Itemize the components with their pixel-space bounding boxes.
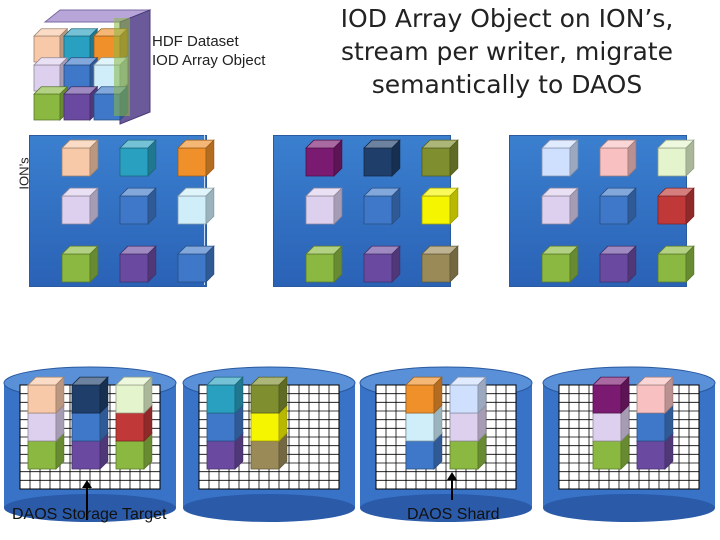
ion-2-cube-r0-c2 [421,139,459,177]
ion-3-cube-r0-c1 [599,139,637,177]
target-2-stack-2-cube-3 [250,376,288,414]
ion-1-cube-r0-c0 [61,139,99,177]
dataset-cube-r2-c0 [33,85,69,121]
ion-3-cube-r1-c1 [599,187,637,225]
ion-3-cube-r2-c2 [657,245,695,283]
ion-2-cube-r1-c1 [363,187,401,225]
ion-1-cube-r1-c1 [119,187,157,225]
ion-2-cube-r0-c1 [363,139,401,177]
ion-1-cube-r1-c2 [177,187,215,225]
target-2-stack-1-cube-3 [206,376,244,414]
ion-3-cube-r1-c2 [657,187,695,225]
ion-1-cube-r1-c0 [61,187,99,225]
arrow-storage-target-head [82,480,92,488]
target-1-stack-3-cube-3 [115,376,153,414]
ion-1-cube-r0-c1 [119,139,157,177]
legend-hdf-dataset: HDF Dataset [152,33,239,50]
cylinder-2-base [183,494,355,522]
ion-3-cube-r0-c2 [657,139,695,177]
ion-panel-2 [273,135,451,287]
ion-1-cube-r2-c2 [177,245,215,283]
dataset-cube-r0-c0 [33,27,69,63]
dataset-cube-r0-c1 [63,27,99,63]
ion-3-cube-r2-c1 [599,245,637,283]
dataset-cube-r1-c1 [63,56,99,92]
label-storage-target: DAOS Storage Target [12,506,167,523]
page-title: IOD Array Object on ION’s, stream per wr… [340,4,674,99]
label-daos-shard: DAOS Shard [407,506,500,523]
ion-3-cube-r0-c0 [541,139,579,177]
ion-2-cube-r2-c0 [305,245,343,283]
ion-1-cube-r0-c2 [177,139,215,177]
ion-2-cube-r1-c2 [421,187,459,225]
ion-2-cube-r1-c0 [305,187,343,225]
target-1-stack-2-cube-3 [71,376,109,414]
target-4-stack-2-cube-3 [636,376,674,414]
ion-3-cube-r2-c0 [541,245,579,283]
target-4-stack-1-cube-3 [592,376,630,414]
ion-panel-1 [29,135,207,287]
cylinder-3-base [360,494,532,522]
ion-2-cube-r0-c0 [305,139,343,177]
target-1-stack-1-cube-3 [27,376,65,414]
legend-iod-array-object: IOD Array Object [152,52,266,69]
arrow-daos-shard-head [447,472,457,480]
cylinder-4-base [543,494,715,522]
ion-1-cube-r2-c0 [61,245,99,283]
target-3-stack-1-cube-3 [405,376,443,414]
ion-2-cube-r2-c1 [363,245,401,283]
cylinder-1-base [4,494,176,522]
dataset-cube-back-column [114,18,130,116]
legend: HDF Dataset IOD Array Object [152,32,265,70]
dataset-cube-r2-c1 [63,85,99,121]
target-3-stack-2-cube-3 [449,376,487,414]
dataset-cube-r1-c0 [33,56,69,92]
ion-3-cube-r1-c0 [541,187,579,225]
ion-1-cube-r2-c1 [119,245,157,283]
ion-2-cube-r2-c2 [421,245,459,283]
